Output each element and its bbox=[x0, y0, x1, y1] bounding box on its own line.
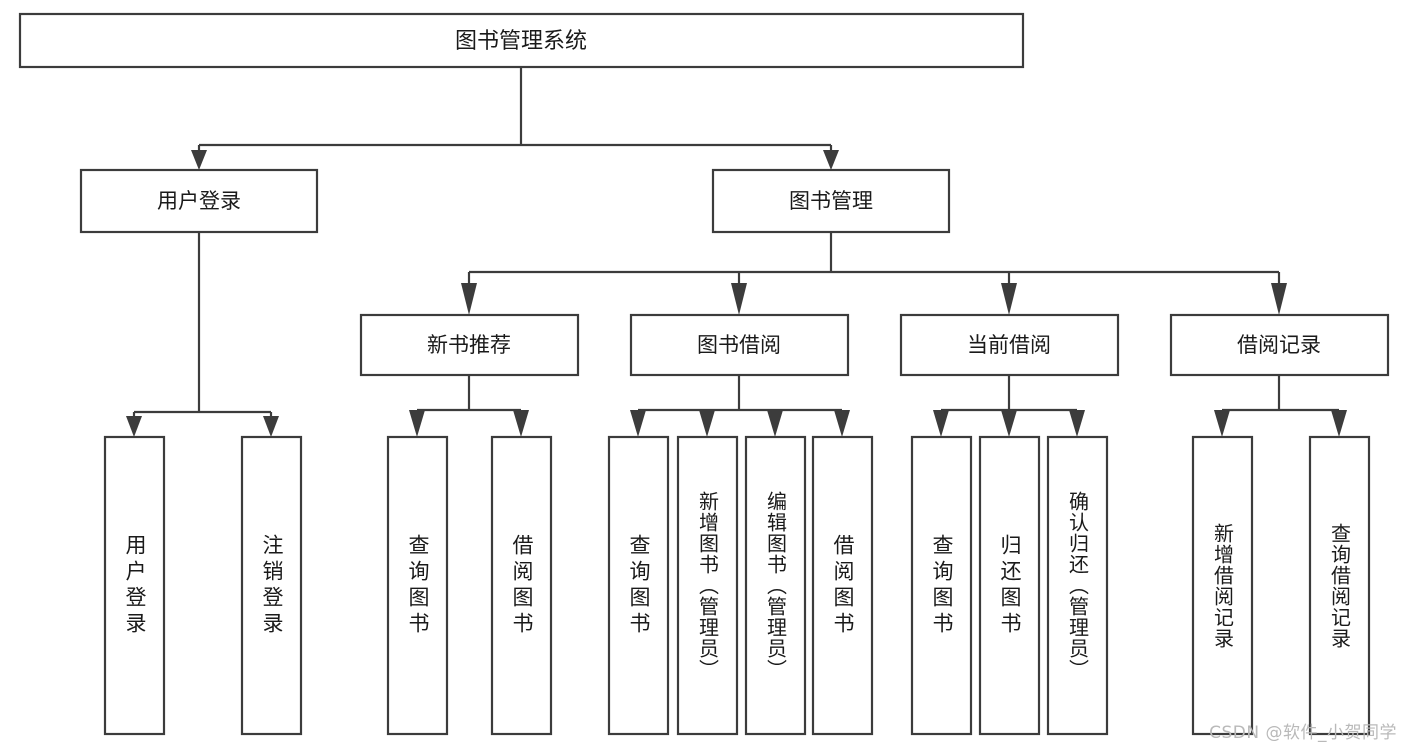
node-current-borrow-box[interactable] bbox=[899, 313, 1120, 377]
node-book-borrow-box[interactable] bbox=[629, 313, 850, 377]
arrow-current-leaf-2 bbox=[1001, 410, 1017, 437]
node-root-label: 图书管理系统 bbox=[455, 29, 587, 54]
node-user-login-label: 用户登录 bbox=[157, 189, 241, 213]
leaf-box-add-book-admin[interactable] bbox=[676, 435, 739, 736]
node-current-borrow-label: 当前借阅 bbox=[967, 333, 1051, 357]
arrow-bookmgmt-to-new-book bbox=[461, 283, 477, 315]
leaf-box-query-book-cb[interactable] bbox=[910, 435, 973, 736]
leaf-box-add-borrow-record[interactable] bbox=[1191, 435, 1254, 736]
arrow-bookmgmt-to-current bbox=[1001, 283, 1017, 315]
arrow-bookmgmt-to-borrow bbox=[731, 283, 747, 315]
arrow-current-leaf-3 bbox=[1069, 410, 1085, 437]
arrow-newbook-leaf-1 bbox=[409, 410, 425, 437]
arrow-userlogin-leaf-1 bbox=[126, 416, 142, 437]
node-root-box[interactable] bbox=[18, 12, 1025, 69]
node-book-mgmt-box[interactable] bbox=[711, 168, 951, 234]
arrow-borrow-leaf-3 bbox=[767, 410, 783, 437]
node-borrow-record-label: 借阅记录 bbox=[1237, 333, 1321, 357]
node-user-login-box[interactable] bbox=[79, 168, 319, 234]
leaf-box-user-login[interactable] bbox=[103, 435, 166, 736]
leaf-box-query-book-nb[interactable] bbox=[386, 435, 449, 736]
leaf-box-borrow-book-bb[interactable] bbox=[811, 435, 874, 736]
leaf-box-borrow-book-nb[interactable] bbox=[490, 435, 553, 736]
arrow-record-leaf-2 bbox=[1331, 410, 1347, 437]
leaf-box-return-book[interactable] bbox=[978, 435, 1041, 736]
csdn-watermark: CSDN @软件_小贺同学 bbox=[1209, 723, 1397, 743]
arrow-root-to-user-login bbox=[191, 150, 207, 170]
leaf-box-query-book-bb[interactable] bbox=[607, 435, 670, 736]
node-borrow-record-box[interactable] bbox=[1169, 313, 1390, 377]
leaf-box-query-borrow-record[interactable] bbox=[1308, 435, 1371, 736]
arrow-record-leaf-1 bbox=[1214, 410, 1230, 437]
edges-layer bbox=[126, 67, 1347, 437]
arrow-bookmgmt-to-record bbox=[1271, 283, 1287, 315]
arrow-borrow-leaf-1 bbox=[630, 410, 646, 437]
arrow-root-to-book-mgmt bbox=[823, 150, 839, 170]
arrow-userlogin-leaf-2 bbox=[263, 416, 279, 437]
leaf-box-edit-book-admin[interactable] bbox=[744, 435, 807, 736]
arrow-borrow-leaf-4 bbox=[834, 410, 850, 437]
arrow-newbook-leaf-2 bbox=[513, 410, 529, 437]
arrow-borrow-leaf-2 bbox=[699, 410, 715, 437]
nodes-layer: 图书管理系统 用户登录 图书管理 新书推荐 图书借阅 当前借阅 借阅记录 bbox=[18, 12, 1390, 736]
leaf-box-confirm-return-admin[interactable] bbox=[1046, 435, 1109, 736]
leaf-box-logout[interactable] bbox=[240, 435, 303, 736]
node-book-borrow-label: 图书借阅 bbox=[697, 333, 781, 357]
node-new-book-recommend-box[interactable] bbox=[359, 313, 580, 377]
node-book-mgmt-label: 图书管理 bbox=[789, 189, 873, 213]
arrow-current-leaf-1 bbox=[933, 410, 949, 437]
node-new-book-recommend-label: 新书推荐 bbox=[427, 333, 511, 357]
